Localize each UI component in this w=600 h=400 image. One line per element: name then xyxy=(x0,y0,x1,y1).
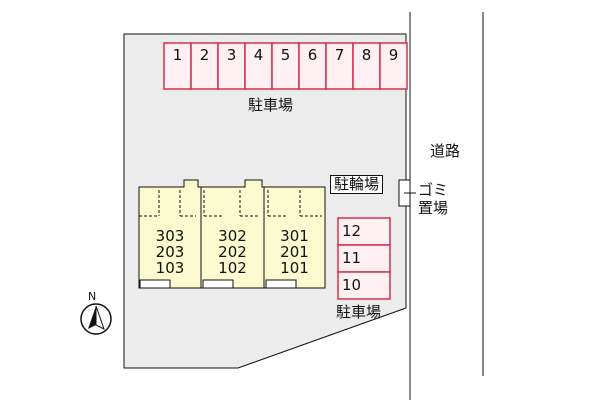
parking-slot-number: 6 xyxy=(307,46,318,64)
unit-label: 302 xyxy=(218,227,247,245)
parking-slot xyxy=(163,42,192,90)
building-east xyxy=(263,186,326,289)
building-middle-units: 302 202 102 xyxy=(201,228,264,276)
parking-slot-number: 10 xyxy=(342,276,362,294)
unit-label: 301 xyxy=(280,227,309,245)
garbage-label-2: 置場 xyxy=(418,199,449,217)
parking-right-slots xyxy=(337,217,391,300)
door-middle xyxy=(202,279,234,289)
parking-slot-number: 5 xyxy=(280,46,291,64)
parking-slot xyxy=(298,42,327,90)
parking-slot-number: 8 xyxy=(361,46,372,64)
compass-label: N xyxy=(88,290,97,303)
building-east-units: 301 201 101 xyxy=(264,228,325,276)
building-west xyxy=(138,179,202,289)
north-arrow-icon xyxy=(80,303,112,335)
parking-slot xyxy=(352,42,381,90)
unit-label: 202 xyxy=(218,243,247,261)
door-east xyxy=(265,279,297,289)
parking-slot xyxy=(325,42,354,90)
parking-slot-number: 7 xyxy=(334,46,345,64)
parking-slot-number: 11 xyxy=(342,249,362,267)
building-middle xyxy=(200,179,265,289)
building-west-units: 303 203 103 xyxy=(139,228,201,276)
parking-slot xyxy=(217,42,246,90)
parking-right-label: 駐車場 xyxy=(336,303,382,321)
road-label: 道路 xyxy=(430,142,461,160)
unit-label: 303 xyxy=(155,227,185,245)
parking-slot xyxy=(337,217,391,246)
door-west xyxy=(139,279,171,289)
unit-label: 203 xyxy=(155,243,185,261)
parking-slot-number: 2 xyxy=(199,46,210,64)
unit-label: 201 xyxy=(280,243,309,261)
parking-slot-number: 1 xyxy=(172,46,183,64)
garbage-label-1: ゴミ xyxy=(418,181,449,199)
unit-label: 101 xyxy=(280,259,309,277)
parking-top-label: 駐車場 xyxy=(248,96,294,114)
parking-slot-number: 12 xyxy=(342,222,362,240)
bike-parking-label: 駐輪場 xyxy=(330,175,384,194)
unit-label: 102 xyxy=(218,259,247,277)
parking-slot xyxy=(379,42,408,90)
parking-slot xyxy=(337,271,391,300)
parking-slot-number: 4 xyxy=(253,46,264,64)
parking-slot xyxy=(244,42,273,90)
parking-top-slots xyxy=(163,42,408,90)
parking-slot-number: 3 xyxy=(226,46,237,64)
parking-slot-number: 9 xyxy=(388,46,399,64)
unit-label: 103 xyxy=(155,259,185,277)
parking-slot xyxy=(271,42,300,90)
